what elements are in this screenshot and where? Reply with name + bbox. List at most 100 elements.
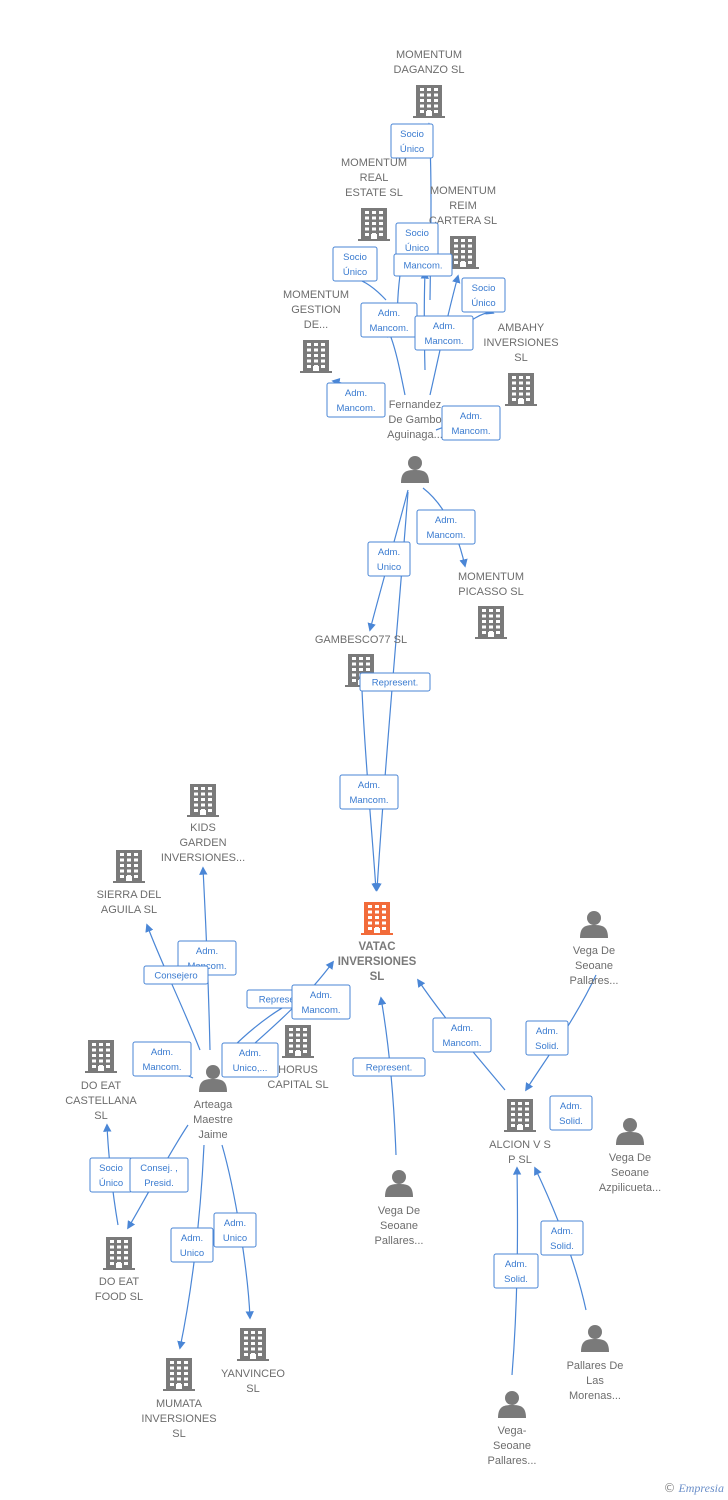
edge-label-text: Consejero — [154, 971, 197, 982]
edge-label-text: Unico — [180, 1248, 204, 1259]
node-label: SL — [370, 971, 385, 983]
node-vega-seoane-pallares-3[interactable]: Vega-SeoanePallares... — [488, 1391, 537, 1467]
edge-label-e17[interactable]: Adm.Mancom. — [291, 984, 351, 1020]
edge-label-e11[interactable]: Adm.Unico — [367, 541, 411, 577]
building-icon — [358, 208, 390, 241]
node-label: Seoane — [493, 1440, 531, 1452]
edge-label-e19[interactable]: Adm.Unico,... — [221, 1042, 279, 1078]
node-label: PICASSO SL — [458, 586, 523, 598]
edge-label-text: Solid. — [550, 1241, 574, 1252]
node-momentum-picasso[interactable]: MOMENTUM PICASSO SL — [458, 571, 524, 639]
node-vega-pallares-2[interactable]: Vega DeSeoanePallares... — [375, 1170, 424, 1247]
edge-label-e18[interactable]: Adm.Mancom. — [132, 1041, 192, 1077]
edge-label-text: Adm. — [560, 1101, 582, 1112]
building-icon — [413, 85, 445, 118]
node-label: MOMENTUM — [458, 571, 524, 583]
edge-label-text: Adm. — [451, 1023, 473, 1034]
edge-label-e27[interactable]: Adm.Unico — [213, 1212, 257, 1248]
edge-label-e13[interactable]: Adm.Mancom. — [339, 774, 399, 810]
person-icon — [401, 456, 429, 483]
edge-label-e15[interactable]: Consejero — [143, 965, 209, 985]
node-label: Vega De — [378, 1205, 420, 1217]
edge-label-text: Adm. — [536, 1026, 558, 1037]
node-label: MUMATA — [156, 1398, 203, 1410]
node-label: Azpilicueta... — [599, 1182, 661, 1194]
node-label: Morenas... — [569, 1390, 621, 1402]
edge-label-e5[interactable]: Adm. Mancom. — [360, 302, 418, 338]
node-label: INVERSIONES — [338, 956, 417, 968]
node-label: DAGANZO SL — [394, 64, 465, 76]
building-icon — [447, 236, 479, 269]
edge-label-e26[interactable]: Adm.Unico — [170, 1227, 214, 1263]
node-label: DO EAT — [81, 1080, 121, 1092]
edge-label-e22[interactable]: Adm.Solid. — [525, 1020, 569, 1056]
person-icon — [199, 1065, 227, 1092]
edge-label-text: Único — [400, 144, 424, 155]
edge-label-text: Mancom. — [349, 795, 388, 806]
node-vega-pallares-1[interactable]: Vega DeSeoanePallares... — [570, 911, 619, 987]
node-label: Vega De — [609, 1152, 651, 1164]
empresia-logo: © Empresia — [663, 1481, 724, 1496]
edge-label-text: Represent. — [366, 1063, 412, 1074]
node-label: DO EAT — [99, 1276, 139, 1288]
edge-label-e21[interactable]: Adm. Mancom. — [432, 1017, 492, 1053]
node-label: REAL — [360, 172, 389, 184]
node-label: SL — [246, 1383, 259, 1395]
node-vega-azpilicueta[interactable]: Vega DeSeoaneAzpilicueta... — [599, 1118, 661, 1194]
edge-label-e12[interactable]: Represent. — [359, 672, 431, 692]
person-icon — [616, 1118, 644, 1145]
node-vatac[interactable]: VATAC INVERSIONES SL — [338, 902, 417, 983]
edge-label-text: Unico,... — [233, 1063, 268, 1074]
edge-label-e7[interactable]: Adm.Mancom. — [414, 315, 474, 351]
node-label: INVERSIONES... — [161, 852, 245, 864]
edge-label-e4[interactable]: Mancom. — [393, 253, 453, 277]
edge-label-e25[interactable]: Consej. ,Presid. — [129, 1157, 189, 1193]
node-yanvinceo[interactable]: YANVINCEO SL — [221, 1328, 285, 1395]
person-icon — [385, 1170, 413, 1197]
edge-label-e23[interactable]: Adm.Solid. — [549, 1095, 593, 1131]
node-label: VATAC — [358, 941, 395, 953]
edge-label-text: Adm. — [378, 308, 400, 319]
edge-label-text: Socio — [99, 1163, 123, 1174]
edge-label-e9[interactable]: Adm.Mancom. — [441, 405, 501, 441]
edge-label-e8[interactable]: Adm.Mancom. — [326, 382, 386, 418]
node-label: Seoane — [380, 1220, 418, 1232]
node-label: DE... — [304, 319, 328, 331]
edge-label-e10[interactable]: Adm.Mancom. — [416, 509, 476, 545]
node-alcion[interactable]: ALCION V SP SL — [489, 1099, 551, 1166]
node-momentum-gestion[interactable]: MOMENTUMGESTIONDE... — [283, 289, 349, 373]
edge-label-text: Adm. — [460, 411, 482, 422]
node-label: YANVINCEO — [221, 1368, 285, 1380]
node-label: GARDEN — [179, 837, 226, 849]
edge-label-e29[interactable]: Adm.Solid. — [540, 1220, 584, 1256]
edge-label-text: Mancom. — [369, 323, 408, 334]
node-label: Seoane — [575, 960, 613, 972]
node-kids-garden[interactable]: KIDSGARDENINVERSIONES... — [161, 784, 245, 864]
edge-label-text: Único — [471, 298, 495, 309]
edge-label-text: Adm. — [378, 547, 400, 558]
edge-label-e28[interactable]: Adm.Solid. — [493, 1253, 539, 1289]
node-label: Aguinaga... — [387, 429, 443, 441]
edge-label-e20[interactable]: Represent. — [352, 1057, 426, 1077]
node-label: ALCION V S — [489, 1139, 551, 1151]
node-pallares-morenas[interactable]: Pallares DeLasMorenas... — [567, 1325, 624, 1402]
node-label: CAPITAL SL — [267, 1079, 328, 1091]
edge-label-text: Mancom. — [442, 1038, 481, 1049]
